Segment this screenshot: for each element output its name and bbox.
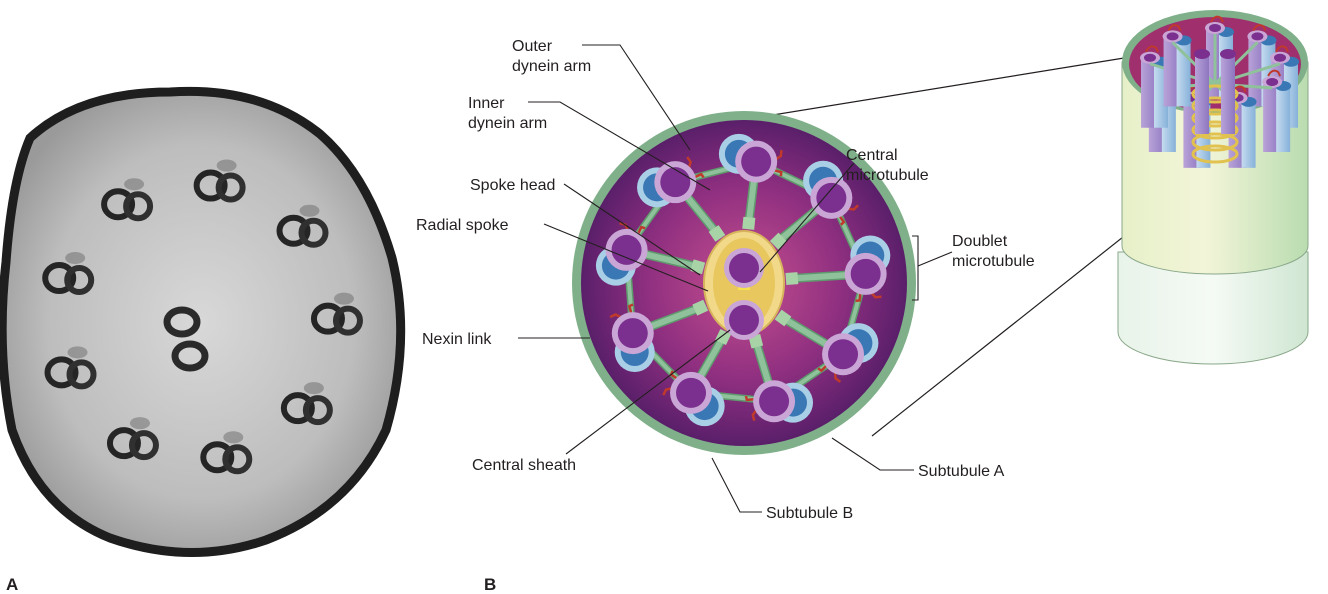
subtubule-a bbox=[828, 339, 858, 369]
label-radial-spoke: Radial spoke bbox=[416, 217, 509, 234]
cylinder-subtubule-a bbox=[1251, 32, 1263, 40]
cylinder-tube-b-body bbox=[1276, 86, 1290, 152]
micrograph-shadow bbox=[65, 252, 85, 264]
label-outer-dynein-arm: Outer dynein arm bbox=[512, 38, 591, 75]
label-subtubule-a: Subtubule A bbox=[918, 463, 1005, 480]
micrograph-panel: A bbox=[2, 91, 401, 594]
axoneme-cylinder bbox=[1118, 10, 1308, 364]
micrograph-shadow bbox=[217, 160, 237, 172]
label-central-sheath: Central sheath bbox=[472, 457, 576, 474]
subtubule-a bbox=[759, 386, 789, 416]
subtubule-a bbox=[676, 378, 706, 408]
spoke-head bbox=[742, 217, 755, 230]
subtubule-a bbox=[851, 259, 881, 289]
subtubule-a bbox=[618, 318, 648, 348]
cylinder-microtubules bbox=[1140, 17, 1299, 168]
subtubule-a bbox=[741, 147, 771, 177]
cylinder-tube-b-body bbox=[1242, 102, 1256, 168]
spoke-head bbox=[785, 272, 798, 285]
cylinder-subtubule-a bbox=[1144, 54, 1156, 62]
panel-label-b: B bbox=[484, 575, 496, 594]
micrograph-shadow bbox=[300, 205, 320, 217]
cylinder-central-tube bbox=[1221, 54, 1235, 134]
panel-label-a: A bbox=[6, 575, 18, 594]
cylinder-subtubule-a bbox=[1209, 24, 1221, 32]
label-inner-dynein-arm: Inner dynein arm bbox=[468, 95, 547, 132]
cylinder-central-tube bbox=[1195, 54, 1209, 134]
cylinder-central-microtubule bbox=[1194, 49, 1210, 59]
micrograph-shadow bbox=[124, 178, 144, 190]
cylinder-subtubule-a bbox=[1274, 54, 1286, 62]
central-microtubule-top bbox=[729, 253, 759, 283]
label-spoke-head: Spoke head bbox=[470, 177, 555, 194]
micrograph-shadow bbox=[304, 382, 324, 394]
subtubule-a bbox=[660, 167, 690, 197]
cylinder-subtubule-a bbox=[1266, 78, 1278, 86]
micrograph-shadow bbox=[68, 346, 88, 358]
subtubule-a bbox=[816, 183, 846, 213]
cylinder-central-microtubule bbox=[1220, 49, 1236, 59]
projection-line-top bbox=[742, 58, 1124, 120]
label-doublet-microtubule: Doublet microtubule bbox=[952, 233, 1035, 270]
cylinder-subtubule-a bbox=[1167, 32, 1179, 40]
label-subtubule-b: Subtubule B bbox=[766, 505, 853, 522]
central-microtubule-bottom bbox=[729, 305, 759, 335]
micrograph-shadow bbox=[130, 417, 150, 429]
micrograph-shadow bbox=[334, 293, 354, 305]
subtubule-a bbox=[612, 235, 642, 265]
label-nexin-link: Nexin link bbox=[422, 331, 492, 348]
micrograph-shadow bbox=[223, 431, 243, 443]
